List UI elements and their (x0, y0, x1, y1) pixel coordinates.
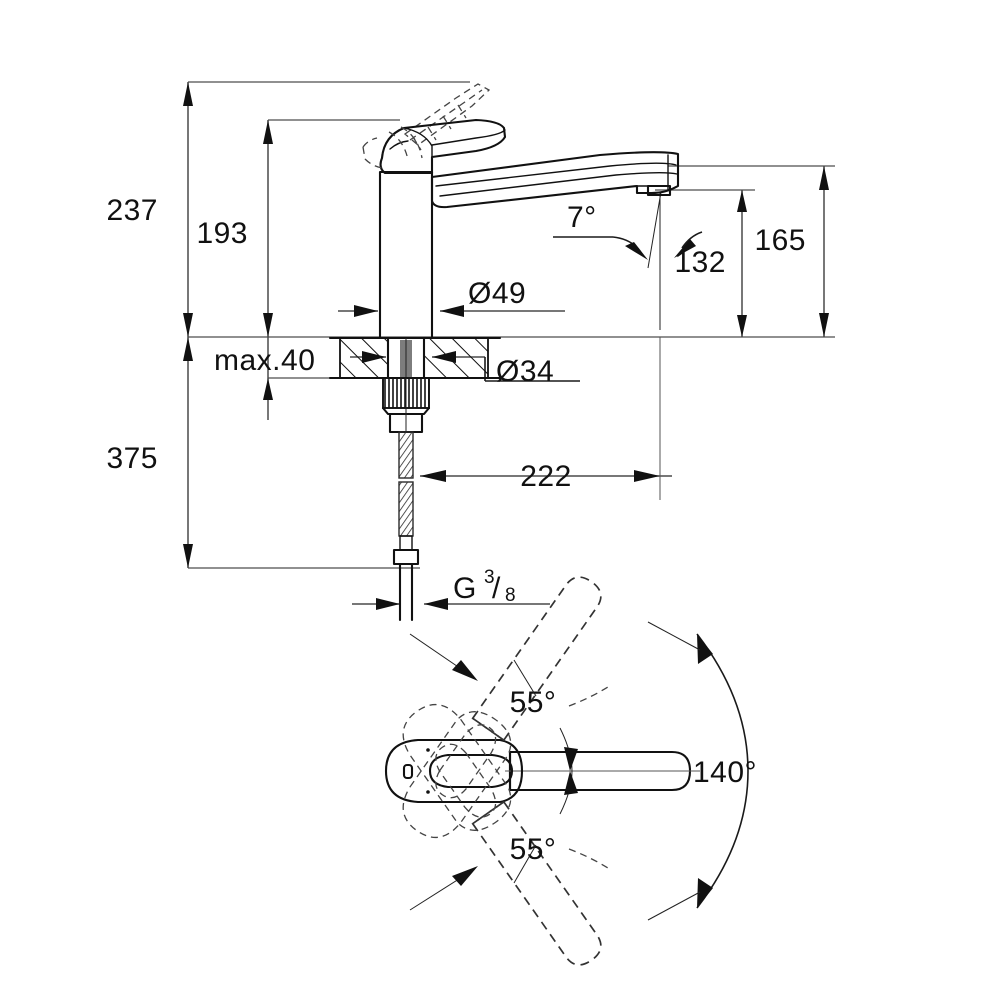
spout-plan-rotated-up (402, 576, 602, 839)
dimension-375: 375 (106, 337, 193, 568)
extension-lines (188, 81, 835, 569)
dimension-angle-55-upper: 55° (409, 633, 609, 719)
dimension-angle-55-lower-label: 55° (510, 833, 557, 866)
dimension-angle-7-label: 7° (567, 201, 597, 234)
dimension-237-label: 237 (106, 194, 158, 227)
flexible-hose (392, 431, 420, 622)
dimension-165: 165 (754, 166, 829, 337)
aerator-outlet (646, 184, 672, 197)
dimension-222-label: 222 (520, 460, 572, 493)
thread-callout-g38: G 3 / 8 (352, 567, 550, 610)
dimension-237: 237 (106, 82, 193, 337)
dimension-angle-55-lower: 55° (409, 833, 609, 911)
sink-deck-section (328, 336, 502, 380)
faucet-spout-arm (430, 151, 680, 209)
thread-numerator-label: 3 (484, 567, 495, 588)
dimension-dia49: Ø49 (338, 277, 565, 317)
dimension-222: 222 (420, 337, 672, 500)
dimension-angle-140-label: 140° (693, 756, 757, 789)
thread-denominator-label: 8 (505, 585, 516, 606)
dimension-max40: max.40 (214, 337, 315, 420)
side-elevation-view: 237 193 375 max.40 165 (106, 81, 835, 622)
dimension-angle-7: 7° (553, 191, 703, 330)
lever-handle (379, 118, 507, 175)
fixing-nut (381, 377, 431, 434)
dimension-375-label: 375 (106, 442, 158, 475)
dimension-angle-140: 140° (647, 621, 757, 921)
spout-plan-center (505, 750, 700, 792)
faucet-body-elevation (328, 83, 680, 622)
plan-swivel-view: 55° 55° 140° (384, 576, 757, 966)
dimension-193-label: 193 (196, 217, 248, 250)
thread-slash-icon: / (492, 572, 501, 605)
spout-plan-rotated-down (402, 703, 602, 966)
plan-center-tick (559, 727, 578, 815)
handle-plan-center (384, 738, 524, 804)
dimension-max40-label: max.40 (214, 344, 315, 377)
dimension-165-label: 165 (754, 224, 806, 257)
lever-pivot-arcs (362, 126, 423, 169)
dimension-dia34-label: Ø34 (496, 355, 554, 388)
thread-prefix-label: G (453, 572, 477, 605)
dimension-193: 193 (196, 120, 273, 337)
dimension-dia49-label: Ø49 (468, 277, 526, 310)
